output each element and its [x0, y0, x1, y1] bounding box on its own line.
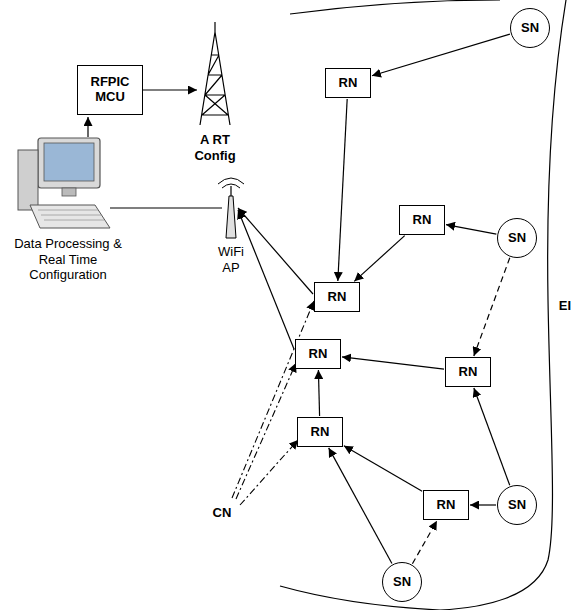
antenna-tower: [200, 22, 230, 125]
node-text: SN: [508, 498, 526, 513]
sensor-node: SN: [497, 485, 537, 525]
link-line: [238, 210, 294, 349]
router-node: RN: [399, 205, 445, 235]
region-boundary: [290, 0, 500, 14]
router-node: RN: [295, 339, 341, 369]
link-arrow: [329, 448, 392, 564]
node-text: SN: [521, 21, 539, 36]
region-label: EI: [555, 298, 575, 314]
node-text: RN: [413, 213, 432, 228]
sensor-node: SN: [382, 562, 422, 602]
sensor-node: SN: [497, 218, 537, 258]
link-line: [138, 89, 197, 90]
link-arrow: [318, 370, 319, 416]
link-arrow: [446, 225, 496, 235]
link-arrow: [470, 504, 496, 505]
router-node: RN: [325, 68, 371, 98]
node-text: SN: [393, 575, 411, 590]
node-text: RN: [328, 290, 347, 305]
link-arrow: [342, 357, 444, 369]
node-text: RN: [311, 425, 330, 440]
link-line: [87, 117, 88, 137]
dashed-link: [474, 258, 510, 356]
computer-icon: [18, 138, 110, 228]
link-arrow: [372, 34, 510, 76]
link-arrow: [474, 388, 510, 485]
node-text: RFPIC MCU: [78, 75, 142, 105]
link-line: [110, 207, 222, 208]
dashed-link: [412, 521, 437, 564]
router-node: RN: [314, 282, 360, 312]
wifi-ap-icon: [218, 178, 244, 238]
cn-link: [232, 301, 314, 505]
computer-label: Data Processing & Real Time Configuratio…: [2, 236, 134, 283]
node-text: RN: [459, 365, 478, 380]
router-node: RN: [445, 357, 491, 387]
antenna-label: A RT Config: [185, 132, 245, 163]
cn-label: CN: [209, 505, 235, 521]
link-arrow: [338, 99, 347, 281]
ap-label: WiFi AP: [209, 244, 253, 275]
router-node: RN: [423, 490, 469, 520]
router-node: RN: [297, 417, 343, 447]
node-text: SN: [508, 231, 526, 246]
node-text: RN: [339, 76, 358, 91]
link-arrow: [344, 446, 422, 491]
link-line: [238, 208, 313, 294]
node-text: RN: [437, 498, 456, 513]
sensor-node: SN: [510, 8, 550, 48]
link-arrow: [354, 236, 404, 282]
node-text: RN: [309, 347, 328, 362]
controller-box: RFPIC MCU: [77, 65, 143, 115]
